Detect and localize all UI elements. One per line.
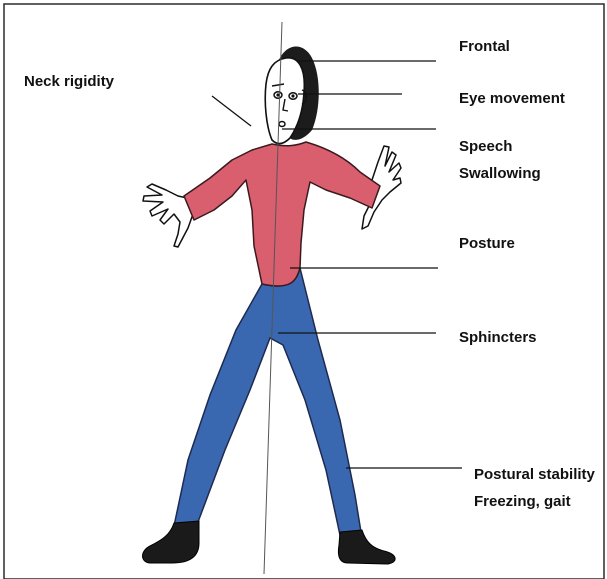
neck-leader-line	[212, 96, 251, 126]
label-sphincters: Sphincters	[459, 329, 537, 346]
left-hand	[143, 184, 193, 247]
label-eye-movement: Eye movement	[459, 90, 565, 107]
label-frontal: Frontal	[459, 38, 510, 55]
person-illustration	[143, 46, 402, 564]
trousers	[174, 268, 361, 535]
label-speech: Speech	[459, 138, 512, 155]
label-postural-stability: Postural stability	[474, 466, 596, 483]
label-freezing-gait: Freezing, gait	[474, 493, 571, 510]
label-posture: Posture	[459, 235, 515, 252]
right-pupil	[291, 94, 294, 97]
shirt	[184, 142, 380, 286]
left-shoe	[143, 521, 200, 563]
right-shoe	[338, 530, 395, 564]
label-swallowing: Swallowing	[459, 165, 541, 182]
label-neck-rigidity: Neck rigidity	[24, 73, 115, 90]
